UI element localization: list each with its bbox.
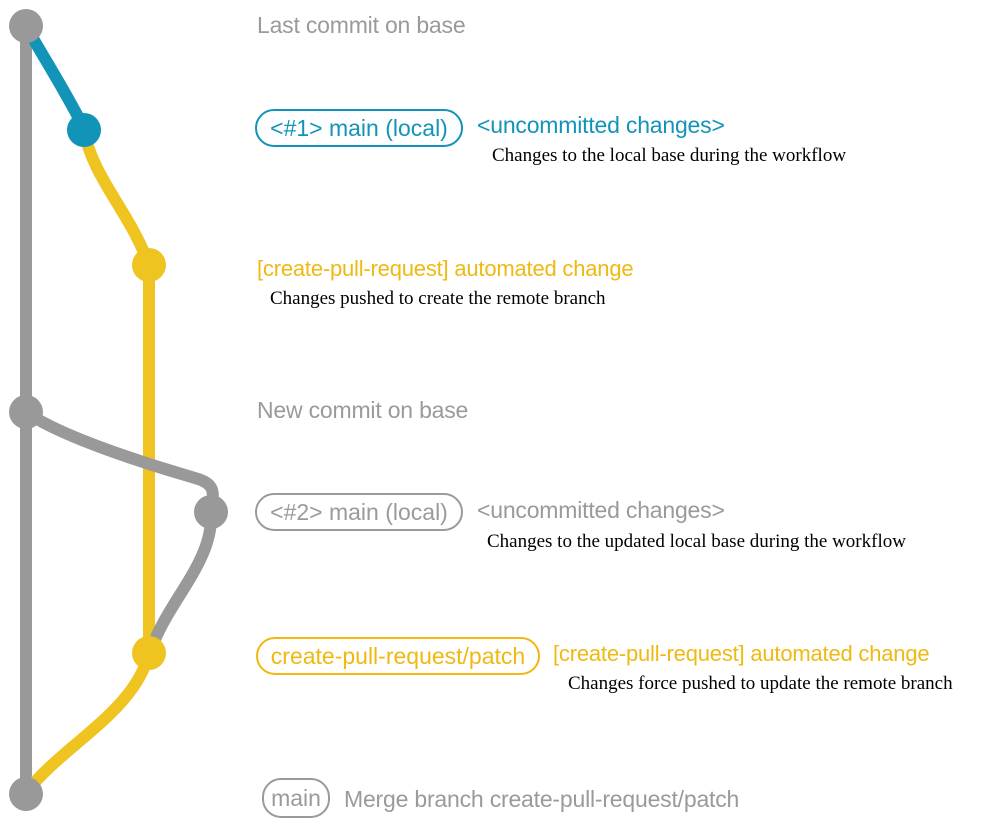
- automated-change-2-note: Changes force pushed to update the remot…: [568, 673, 953, 694]
- branch-badge-main-label: main: [271, 784, 321, 811]
- rebase-branch-line: [20, 406, 219, 656]
- commit-dot-last-base: [9, 9, 43, 43]
- uncommitted-changes-2-note: Changes to the updated local base during…: [487, 531, 906, 552]
- commit-dot-new-base: [9, 395, 43, 429]
- merge-commit-title: Merge branch create-pull-request/patch: [344, 786, 740, 812]
- automated-change-1-note: Changes pushed to create the remote bran…: [270, 288, 606, 309]
- branch-badge-patch-label: create-pull-request/patch: [270, 642, 526, 669]
- branch-badge-main-local-2: <#2> main (local): [255, 493, 463, 531]
- automated-change-2-title: [create-pull-request] automated change: [553, 641, 930, 666]
- local-main-branch-line: [20, 20, 90, 134]
- branch-badge-main-local-1-label: <#1> main (local): [270, 114, 448, 141]
- commit-dot-merge: [9, 777, 43, 811]
- commit-dot-uncommitted-1: [67, 113, 101, 147]
- branch-badge-main-local-1: <#1> main (local): [255, 109, 463, 147]
- branch-badge-main: main: [262, 778, 330, 818]
- commit-dot-automated-1: [132, 248, 166, 282]
- uncommitted-changes-1-title: <uncommitted changes>: [477, 112, 725, 138]
- new-commit-label: New commit on base: [257, 397, 469, 423]
- uncommitted-changes-1-note: Changes to the local base during the wor…: [492, 145, 847, 166]
- commit-dot-uncommitted-2: [194, 495, 228, 529]
- commit-dot-automated-2: [132, 636, 166, 670]
- uncommitted-changes-2-title: <uncommitted changes>: [477, 497, 725, 523]
- last-commit-label: Last commit on base: [257, 12, 466, 38]
- branch-badge-patch: create-pull-request/patch: [256, 637, 540, 675]
- automated-change-1-title: [create-pull-request] automated change: [257, 256, 634, 281]
- branch-badge-main-local-2-label: <#2> main (local): [270, 498, 448, 525]
